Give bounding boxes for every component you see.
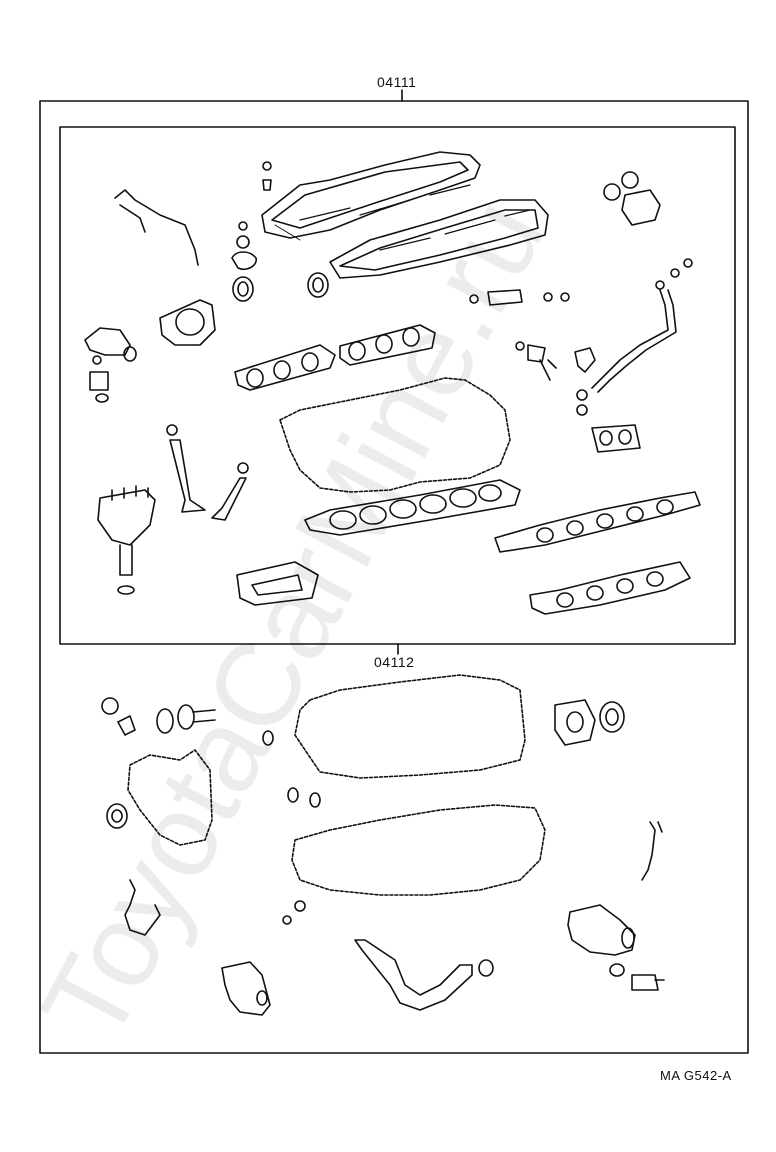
block-seals [262, 730, 321, 808]
oil-strainer-wire [124, 879, 161, 936]
oil-pan-gasket [291, 804, 546, 896]
cam-oil-seal-1 [232, 276, 254, 302]
outer-frame [39, 100, 749, 1054]
throttle-body-gasket [159, 299, 216, 346]
oil-pump-strainer [354, 939, 494, 1011]
water-inlet-housing [221, 961, 271, 1016]
water-pump-gasket [282, 900, 306, 925]
breather-hose [114, 189, 199, 266]
cam-oil-seal-2 [307, 272, 329, 298]
pulley-seal [156, 704, 216, 734]
water-bypass-gaskets [603, 171, 661, 226]
water-outlet [84, 327, 137, 403]
cylinder-head-gasket [304, 479, 521, 536]
distributor [97, 485, 156, 595]
fuel-pipe [591, 258, 693, 393]
front-oil-seal [106, 803, 128, 829]
rear-oil-seal [554, 699, 625, 746]
cylinder-block-gasket-set [294, 674, 526, 779]
egr-gasket [591, 424, 641, 453]
thermostat-housing [567, 904, 636, 956]
intake-manifold-gasket-left [234, 344, 336, 391]
intake-valve [166, 424, 206, 513]
vacuum-hose [539, 359, 557, 381]
set-label-04111: 04111 [377, 74, 417, 90]
oil-seal-small-left [101, 697, 136, 736]
valve-cover-gasket-left [261, 151, 481, 241]
intake-manifold-gasket-right [339, 324, 436, 366]
cover-gasket [236, 561, 319, 606]
plenum-gasket [279, 377, 511, 493]
bolt-seal [262, 161, 272, 191]
exhaust-valve [211, 462, 249, 521]
timing-cover-gasket [127, 749, 213, 846]
dipstick-guide [641, 821, 663, 881]
set-label-04112: 04112 [374, 654, 415, 670]
exhaust-manifold-gasket-upper [494, 491, 701, 553]
exhaust-manifold-gasket-lower [529, 561, 691, 615]
fuel-injector-seals [469, 289, 570, 363]
drain-plug-gasket [609, 963, 665, 991]
pressure-regulator [574, 347, 596, 416]
diagram-code: MA G542-A [660, 1068, 732, 1083]
spark-plug-tube-seals [299, 184, 531, 251]
oil-filler-seal [231, 221, 257, 271]
valve-cover-gasket-right [329, 199, 549, 279]
